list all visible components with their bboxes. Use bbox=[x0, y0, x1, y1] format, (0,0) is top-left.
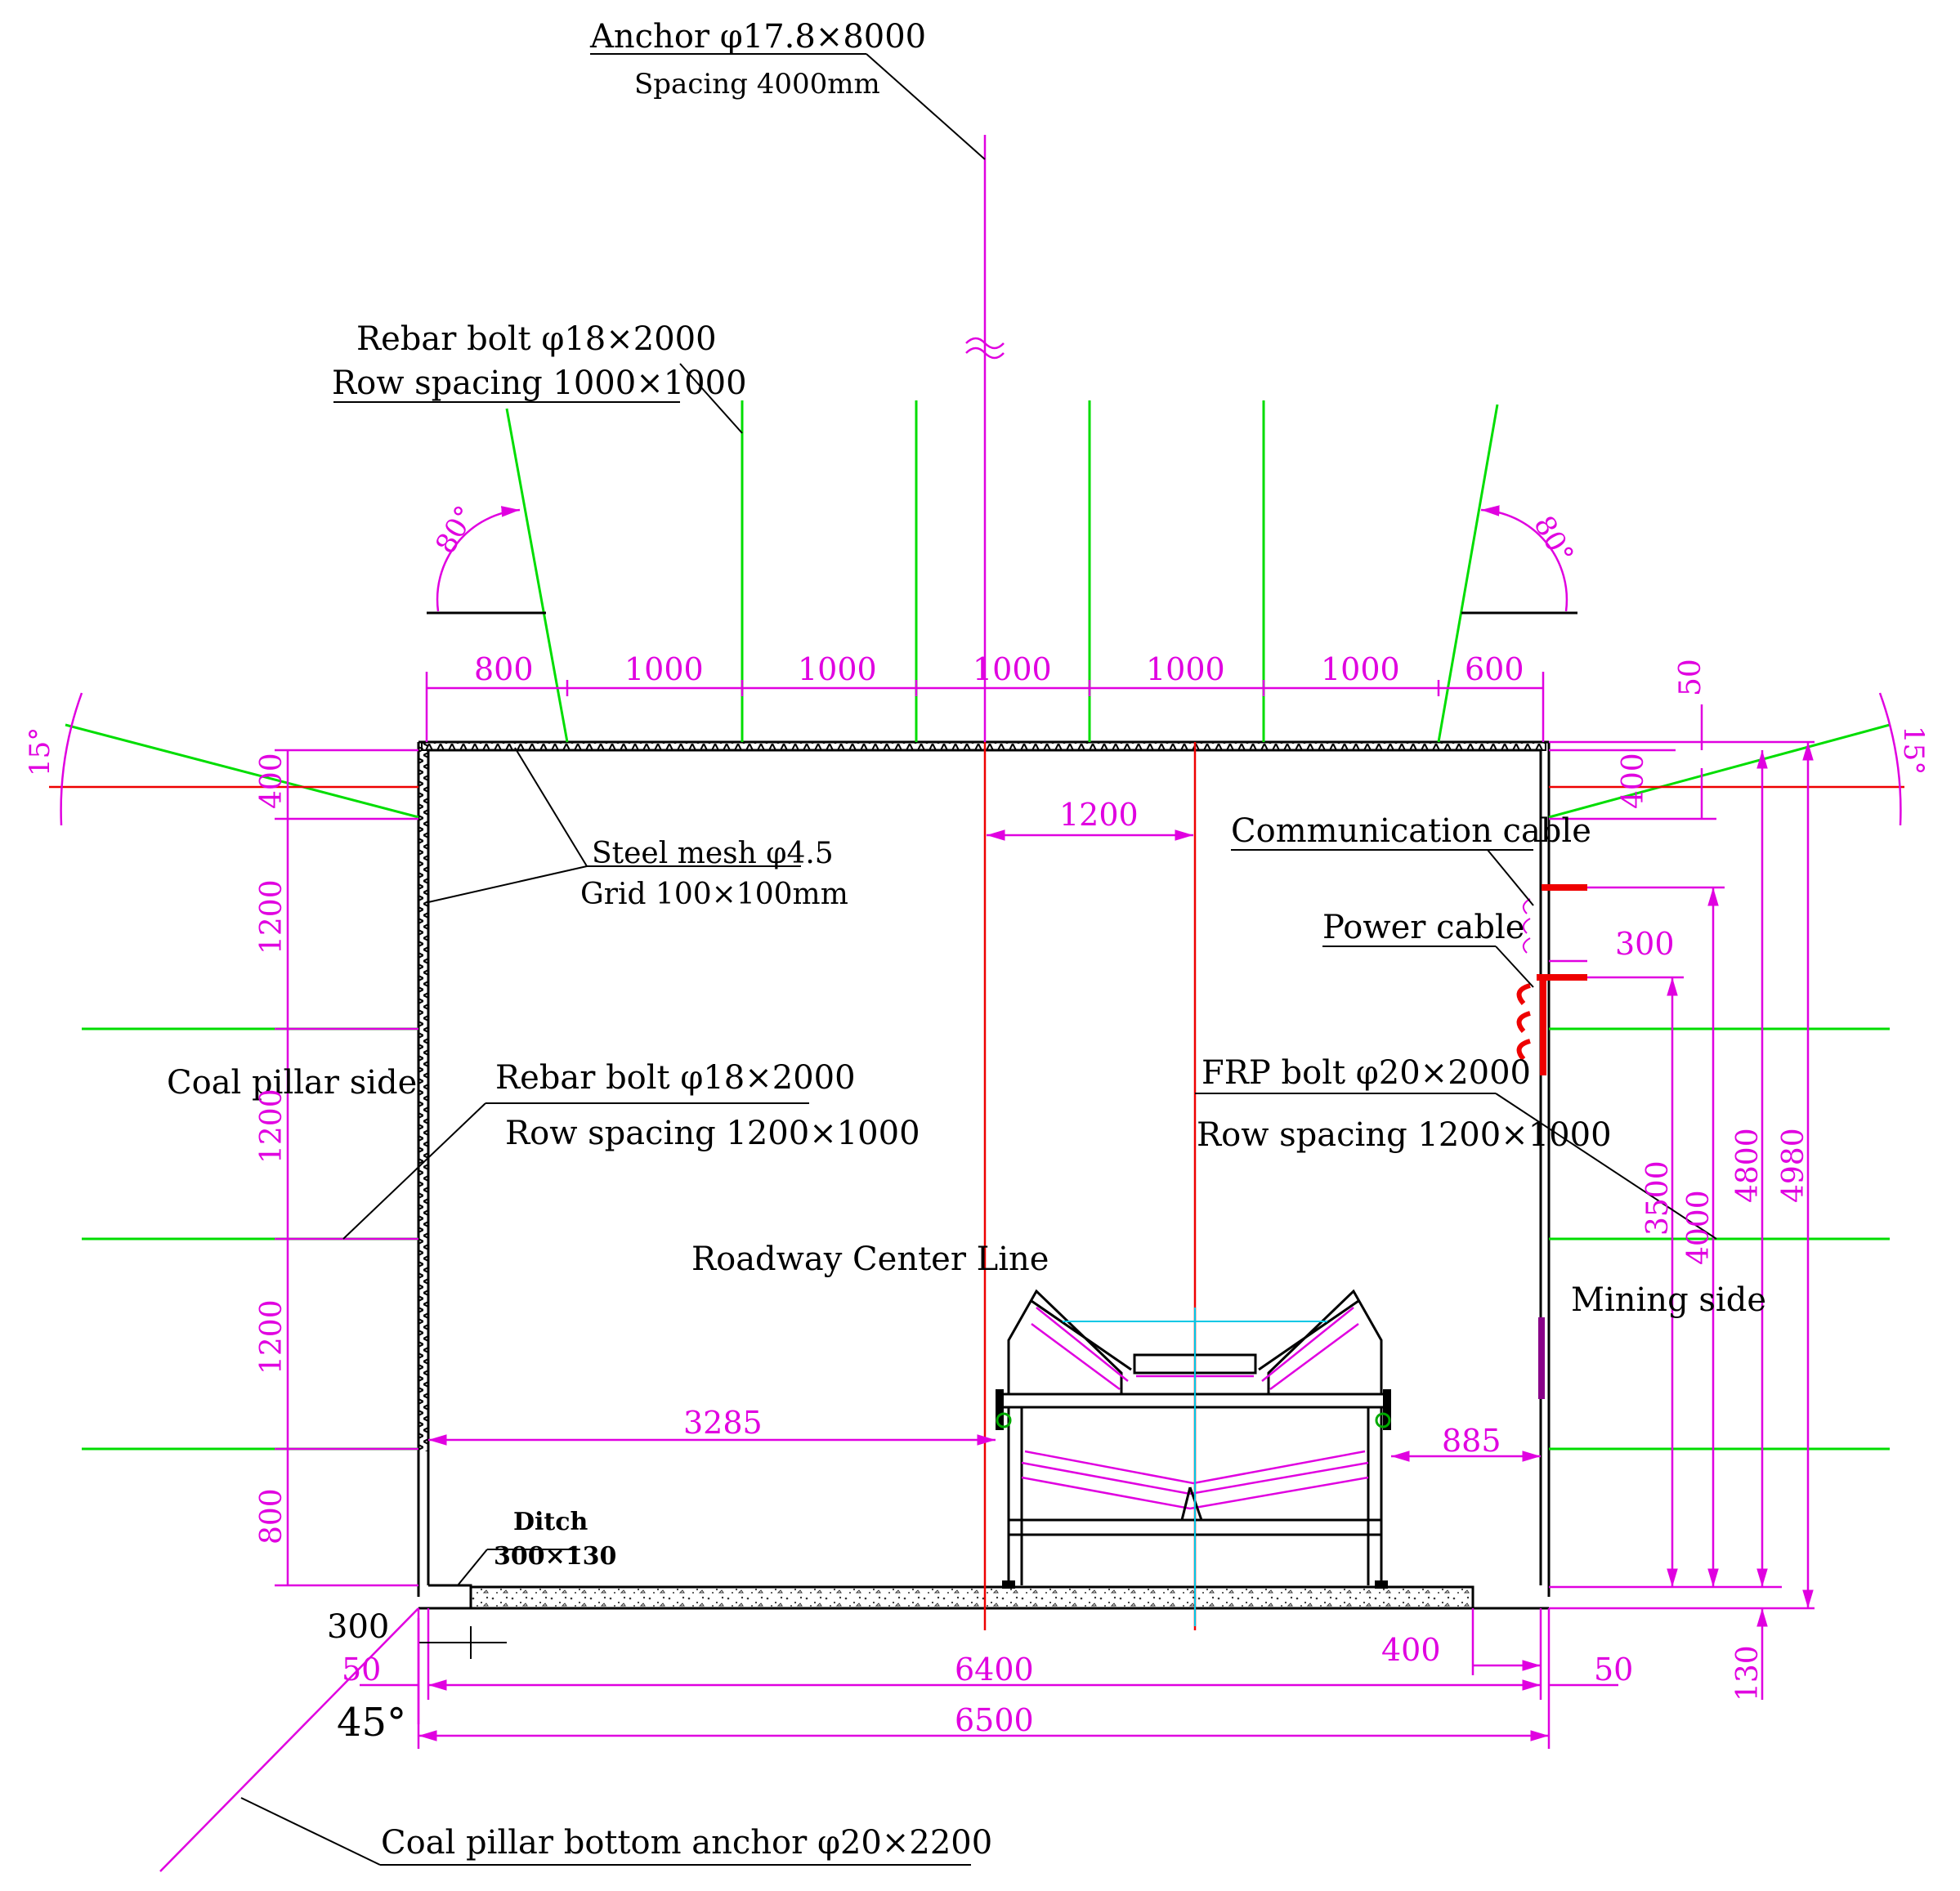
dim-right-50-bottom: 50 bbox=[1594, 1652, 1633, 1688]
dim-right-50: 50 bbox=[1674, 659, 1707, 696]
dim-height-130: 130 bbox=[1731, 1645, 1765, 1701]
ditch-label-1: Ditch bbox=[513, 1508, 588, 1536]
anchor-label-2: Spacing 4000mm bbox=[634, 68, 880, 101]
roof-bolt-label-2: Row spacing 1000×1000 bbox=[332, 364, 747, 402]
angle-rib-left: 15° bbox=[24, 727, 56, 776]
mining-side-label: Mining side bbox=[1571, 1281, 1766, 1319]
roadway-outline bbox=[417, 740, 1551, 1597]
angle-rib-right: 15° bbox=[1897, 726, 1930, 775]
dim-roof-1000-a: 1000 bbox=[624, 651, 704, 687]
dim-width-6500: 6500 bbox=[955, 1702, 1034, 1738]
angle-bottom: 45° bbox=[337, 1700, 406, 1746]
communication-cable-label: Communication cable bbox=[1231, 812, 1591, 850]
coal-pillar-side-label: Coal pillar side bbox=[167, 1064, 417, 1102]
anchor-label-1: Anchor φ17.8×8000 bbox=[589, 18, 926, 56]
dim-height-4800: 4800 bbox=[1731, 1128, 1765, 1203]
dim-roof-1000-b: 1000 bbox=[798, 651, 877, 687]
angle-roof-left: 80° bbox=[429, 500, 482, 559]
bottom-anchor-label: Coal pillar bottom anchor φ20×2200 bbox=[381, 1824, 992, 1862]
ditch-label-2: 300×130 bbox=[494, 1542, 616, 1571]
frp-bolt-label-1: FRP bolt φ20×2000 bbox=[1202, 1054, 1531, 1092]
frp-bolt-label-2: Row spacing 1200×1000 bbox=[1197, 1116, 1612, 1154]
roadway-center-line-label: Roadway Center Line bbox=[691, 1241, 1049, 1278]
dim-height-3500: 3500 bbox=[1641, 1160, 1675, 1236]
belt-conveyor bbox=[996, 1289, 1391, 1626]
angle-roof-right: 80° bbox=[1527, 511, 1580, 570]
center-lines bbox=[983, 742, 1197, 1630]
roof-bolts bbox=[505, 400, 1499, 743]
leader-lines bbox=[240, 53, 1717, 1866]
dimension-text: 800 1000 1000 1000 1000 1000 600 400 120… bbox=[255, 651, 1810, 1738]
dim-width-6400: 6400 bbox=[955, 1652, 1034, 1688]
mesh-label-2: Grid 100×100mm bbox=[580, 878, 848, 911]
roof-bolt-label-1: Rebar bolt φ18×2000 bbox=[356, 320, 717, 358]
dim-roof-1000-c: 1000 bbox=[973, 651, 1052, 687]
angle-arcs bbox=[60, 505, 1902, 826]
rib-bolt-label-2: Row spacing 1200×1000 bbox=[505, 1115, 920, 1152]
dim-center-1200: 1200 bbox=[1059, 797, 1139, 833]
dim-roof-800: 800 bbox=[474, 651, 534, 687]
dim-height-4980: 4980 bbox=[1777, 1128, 1810, 1203]
dim-ditch-300: 300 bbox=[327, 1608, 389, 1646]
text-labels: Anchor φ17.8×8000 Spacing 4000mm Rebar b… bbox=[167, 18, 1766, 1862]
dim-cable-300: 300 bbox=[1615, 926, 1675, 962]
dim-right-400-bottom: 400 bbox=[1381, 1632, 1441, 1668]
cable-hangers bbox=[1516, 884, 1587, 1399]
dim-left-800: 800 bbox=[255, 1488, 289, 1545]
dim-height-4000: 4000 bbox=[1682, 1190, 1716, 1265]
power-cable-label: Power cable bbox=[1322, 909, 1524, 946]
anchor-cable bbox=[965, 135, 1005, 742]
dim-roof-600: 600 bbox=[1465, 651, 1524, 687]
dim-roof-1000-e: 1000 bbox=[1321, 651, 1400, 687]
dim-left-400: 400 bbox=[255, 753, 289, 809]
dim-conveyor-left: 3285 bbox=[683, 1405, 763, 1441]
dim-conveyor-right: 885 bbox=[1442, 1423, 1501, 1459]
dim-left-1200-b: 1200 bbox=[255, 1089, 289, 1164]
dim-left-1200-c: 1200 bbox=[255, 1299, 289, 1375]
dim-roof-1000-d: 1000 bbox=[1146, 651, 1225, 687]
dim-right-400: 400 bbox=[1617, 753, 1650, 809]
floor-slab bbox=[418, 1584, 1549, 1610]
mesh-label-1: Steel mesh φ4.5 bbox=[592, 837, 834, 870]
dim-left-1200-a: 1200 bbox=[255, 879, 289, 954]
dim-left-50: 50 bbox=[342, 1652, 381, 1688]
rib-bolt-label-1: Rebar bolt φ18×2000 bbox=[495, 1059, 856, 1097]
